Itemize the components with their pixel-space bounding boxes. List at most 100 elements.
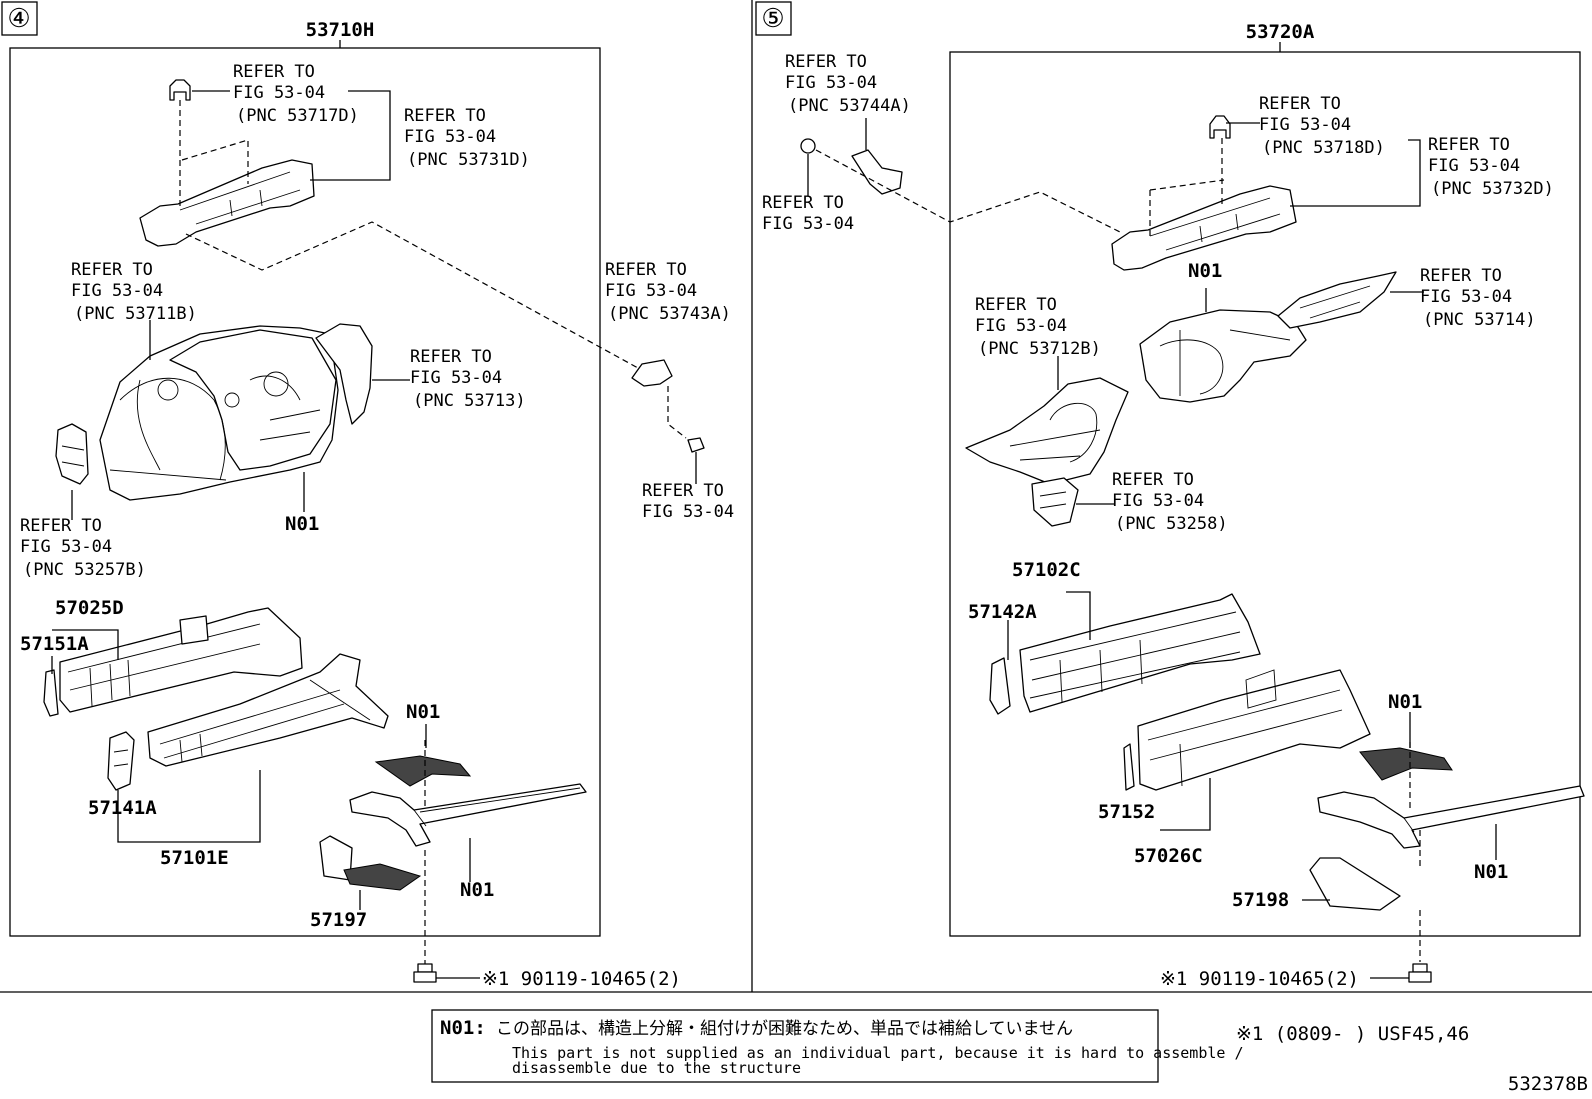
refer-53257b: REFER TO FIG 53-04 (PNC 53257B) — [20, 516, 146, 580]
svg-text:(PNC 53714): (PNC 53714) — [1423, 310, 1536, 330]
svg-text:REFER TO: REFER TO — [1428, 135, 1510, 155]
svg-text:REFER TO: REFER TO — [233, 62, 315, 82]
assembly-53710h-frame — [9, 47, 601, 937]
figure-id: 532378B — [1508, 1073, 1588, 1095]
bracket-53743a — [631, 359, 673, 387]
label-57151a: 57151A — [20, 633, 89, 655]
svg-text:FIG 53-04: FIG 53-04 — [762, 214, 854, 234]
bracket-57198 — [1309, 857, 1401, 911]
label-57152: 57152 — [1098, 801, 1155, 823]
note-english-line-2: disassemble due to the structure — [512, 1059, 801, 1077]
refer-53711b: REFER TO FIG 53-04 (PNC 53711B) — [71, 260, 197, 324]
svg-text:(PNC 53258): (PNC 53258) — [1115, 514, 1228, 534]
refer-53731d: REFER TO FIG 53-04 (PNC 53731D) — [404, 106, 530, 170]
svg-text:REFER TO: REFER TO — [20, 516, 102, 536]
bracket-53258 — [1031, 477, 1079, 527]
svg-text:REFER TO: REFER TO — [975, 295, 1057, 315]
svg-text:REFER TO: REFER TO — [785, 52, 867, 72]
svg-text:(PNC 53717D): (PNC 53717D) — [236, 106, 359, 126]
label-n01-wheelhouse-right: N01 — [1188, 260, 1222, 282]
clip-53744a-area — [800, 118, 903, 196]
svg-text:REFER TO: REFER TO — [642, 481, 724, 501]
label-57141a: 57141A — [88, 797, 157, 819]
svg-text:REFER TO: REFER TO — [762, 193, 844, 213]
bracket-57142a — [989, 657, 1011, 715]
label-n01-brace-right: N01 — [1388, 691, 1422, 713]
svg-text:REFER TO: REFER TO — [410, 347, 492, 367]
svg-text:FIG 53-04: FIG 53-04 — [642, 502, 734, 522]
svg-text:FIG 53-04: FIG 53-04 — [1259, 115, 1351, 135]
bolt-label-left: ※1 90119-10465(2) — [482, 968, 681, 990]
panel-53714 — [1277, 271, 1397, 329]
svg-text:FIG 53-04: FIG 53-04 — [410, 368, 502, 388]
svg-text:(PNC 53744A): (PNC 53744A) — [788, 96, 911, 116]
svg-text:FIG 53-04: FIG 53-04 — [605, 281, 697, 301]
section-5-number: ⑤ — [761, 4, 784, 34]
label-n01-brace-left: N01 — [406, 701, 440, 723]
label-n01-rocker-right: N01 — [1474, 861, 1508, 883]
assembly-53720a-frame — [949, 51, 1581, 937]
bolt-90119-right — [1408, 963, 1432, 983]
svg-text:(PNC 53712B): (PNC 53712B) — [978, 339, 1101, 359]
refer-53732d: REFER TO FIG 53-04 (PNC 53732D) — [1428, 135, 1554, 199]
refer-53712b: REFER TO FIG 53-04 (PNC 53712B) — [975, 295, 1101, 359]
section-4-number-box — [1, 1, 38, 36]
label-57025d: 57025D — [55, 597, 124, 619]
rocker-rail-left — [349, 783, 587, 847]
svg-text:REFER TO: REFER TO — [71, 260, 153, 280]
svg-text:FIG 53-04: FIG 53-04 — [975, 316, 1067, 336]
refer-53717d: REFER TO FIG 53-04 (PNC 53717D) — [233, 62, 359, 126]
svg-text:FIG 53-04: FIG 53-04 — [785, 73, 877, 93]
bracket-57152 — [1123, 743, 1135, 791]
svg-text:(PNC 53732D): (PNC 53732D) — [1431, 179, 1554, 199]
assembly-53710h-label: 53710H — [306, 19, 375, 41]
refer-bolt-left: REFER TO FIG 53-04 — [642, 481, 734, 522]
upper-member-53731d — [139, 159, 315, 247]
label-57197: 57197 — [310, 909, 367, 931]
svg-text:REFER TO: REFER TO — [1420, 266, 1502, 286]
note-code: N01: — [440, 1017, 486, 1039]
section-5-number-box — [755, 1, 792, 36]
svg-text:FIG 53-04: FIG 53-04 — [1428, 156, 1520, 176]
brace-n01-right — [1359, 747, 1453, 781]
svg-text:(PNC 53711B): (PNC 53711B) — [74, 304, 197, 324]
wheelhouse-n01-right — [1139, 309, 1307, 403]
svg-text:(PNC 53713): (PNC 53713) — [413, 391, 526, 411]
svg-text:FIG 53-04: FIG 53-04 — [404, 127, 496, 147]
side-member-57026c — [1137, 669, 1371, 791]
svg-text:FIG 53-04: FIG 53-04 — [1112, 491, 1204, 511]
svg-text:(PNC 53718D): (PNC 53718D) — [1262, 138, 1385, 158]
bolt-refer-left — [687, 437, 705, 484]
note-box — [431, 1009, 1159, 1083]
refer-53743a: REFER TO FIG 53-04 (PNC 53743A) — [605, 260, 731, 324]
refer-53714: REFER TO FIG 53-04 (PNC 53714) — [1420, 266, 1536, 330]
svg-text:REFER TO: REFER TO — [605, 260, 687, 280]
assembly-53720a-label: 53720A — [1246, 21, 1315, 43]
bracket-57197 — [319, 835, 422, 891]
label-57101e: 57101E — [160, 847, 229, 869]
svg-text:FIG 53-04: FIG 53-04 — [20, 537, 112, 557]
bolt-label-right: ※1 90119-10465(2) — [1160, 968, 1359, 990]
svg-text:REFER TO: REFER TO — [1112, 470, 1194, 490]
refer-53744a: REFER TO FIG 53-04 (PNC 53744A) — [785, 52, 911, 116]
svg-text:FIG 53-04: FIG 53-04 — [71, 281, 163, 301]
panel-53712b — [965, 377, 1129, 485]
applicability-note: ※1 (0809- ) USF45,46 — [1236, 1023, 1469, 1045]
note-english-line-1: This part is not supplied as an individu… — [512, 1044, 1244, 1062]
bracket-57151a — [43, 669, 59, 717]
upper-member-53732d — [1111, 185, 1297, 271]
refer-53718d: REFER TO FIG 53-04 (PNC 53718D) — [1259, 94, 1385, 158]
refer-53713: REFER TO FIG 53-04 (PNC 53713) — [410, 347, 526, 411]
svg-text:(PNC 53257B): (PNC 53257B) — [23, 560, 146, 580]
section-4-number: ④ — [7, 4, 30, 34]
label-57026c: 57026C — [1134, 845, 1203, 867]
svg-text:REFER TO: REFER TO — [1259, 94, 1341, 114]
refer-53258: REFER TO FIG 53-04 (PNC 53258) — [1112, 470, 1228, 534]
rocker-rail-right — [1317, 785, 1585, 849]
label-57142a: 57142A — [968, 601, 1037, 623]
bracket-53718d — [1209, 115, 1231, 139]
refer-clip-right: REFER TO FIG 53-04 — [762, 193, 854, 234]
svg-text:REFER TO: REFER TO — [404, 106, 486, 126]
bracket-57141a — [107, 731, 135, 791]
